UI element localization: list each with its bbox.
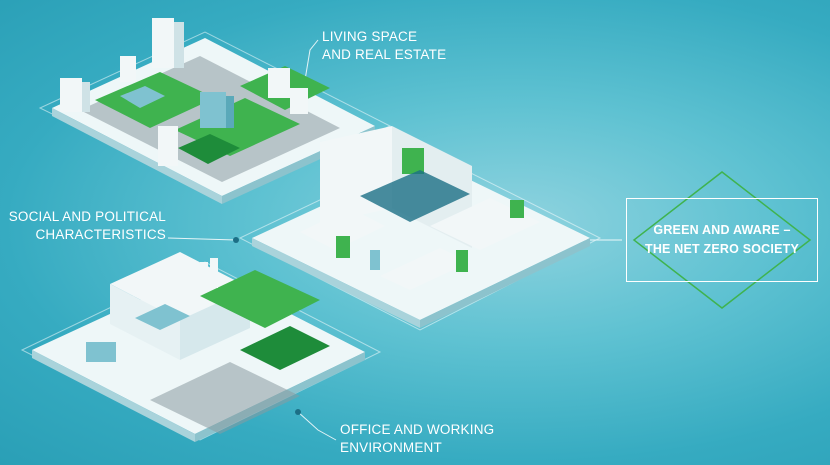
office-platform: [252, 126, 590, 328]
social-political-label-line-1: SOCIAL AND POLITICAL: [8, 209, 166, 224]
social-political-label-line-2: CHARACTERISTICS: [35, 227, 166, 242]
office-working-label-line-2: ENVIRONMENT: [340, 440, 442, 455]
net-zero-society-title-line-1: GREEN AND AWARE –: [653, 223, 791, 237]
center-diamond: [632, 171, 812, 309]
living-space-platform: [52, 18, 375, 204]
office-working-label-line-1: OFFICE AND WORKING: [340, 422, 495, 437]
net-zero-society-box: GREEN AND AWARE – THE NET ZERO SOCIETY: [626, 198, 818, 282]
social-political-label: SOCIAL AND POLITICAL CHARACTERISTICS: [8, 208, 166, 244]
living-space-label-line-1: LIVING SPACE: [322, 29, 418, 44]
home-platform: [32, 252, 365, 442]
living-space-label-line-2: AND REAL ESTATE: [322, 47, 447, 62]
net-zero-society-title-line-2: THE NET ZERO SOCIETY: [644, 242, 799, 256]
living-space-label: LIVING SPACE AND REAL ESTATE: [322, 28, 446, 64]
office-working-label: OFFICE AND WORKING ENVIRONMENT: [340, 421, 494, 457]
